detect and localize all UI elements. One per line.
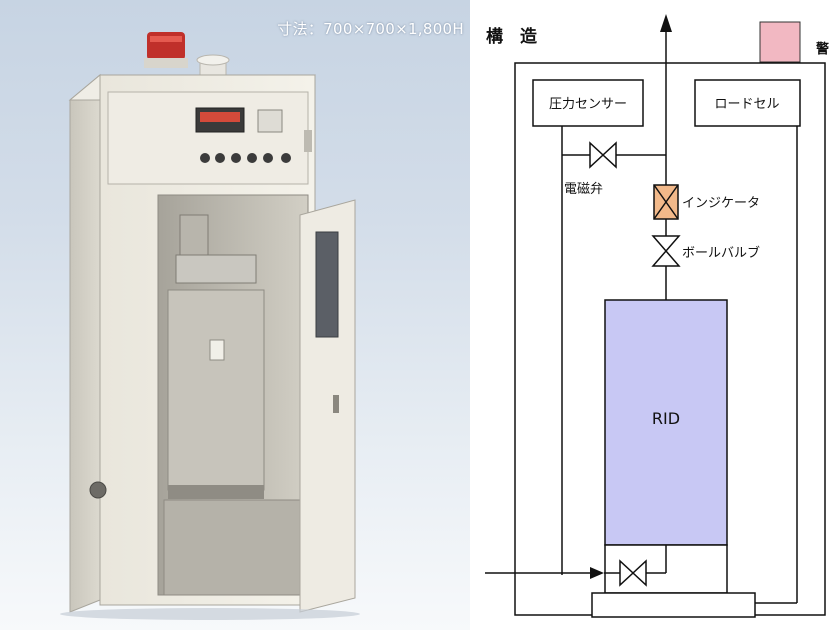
- open-door: [299, 199, 356, 613]
- cabinet-illustration: [60, 32, 360, 620]
- structure-diagram: 構 造 警 圧力センサー ロードセル 電磁弁 インジケータ ボールバルブ RID: [485, 14, 829, 618]
- control-panel: [107, 91, 309, 185]
- warning-beacon-icon: [144, 32, 188, 68]
- ball-valve-label: ボールバルブ: [682, 245, 760, 261]
- exhaust-arrow-icon: [660, 14, 672, 32]
- load-cell-label: ロードセル: [714, 97, 779, 112]
- alarm-box: [759, 21, 801, 63]
- panel-switches: [200, 153, 291, 163]
- product-photo: 寸法：700×700×1,800H: [0, 0, 470, 630]
- load-cell-box: [694, 79, 801, 127]
- inlet-arrow-icon: [590, 567, 604, 579]
- inner-vessel: [167, 289, 265, 491]
- panel-meter: [257, 109, 283, 133]
- alarm-label: 警: [816, 41, 829, 57]
- solenoid-valve-icon: [589, 141, 617, 169]
- indicator-label: インジケータ: [682, 196, 760, 211]
- dimensions-label: 寸法：700×700×1,800H: [277, 20, 464, 38]
- door-window: [315, 231, 339, 338]
- panel-hinge: [304, 130, 312, 152]
- indicator-valve-icon: [653, 184, 679, 220]
- door-handle: [333, 395, 339, 413]
- side-port: [89, 481, 107, 499]
- pressure-sensor-label: 圧力センサー: [549, 97, 627, 112]
- solenoid-valve-label: 電磁弁: [564, 182, 603, 197]
- rid-label: RID: [652, 409, 680, 428]
- diagram-title: 構 造: [486, 26, 538, 47]
- base-plate: [591, 592, 756, 618]
- ball-valve-icon: [651, 235, 681, 267]
- rid-tank: [604, 299, 728, 546]
- pressure-sensor-box: [532, 79, 644, 127]
- cabinet-side: [69, 73, 101, 613]
